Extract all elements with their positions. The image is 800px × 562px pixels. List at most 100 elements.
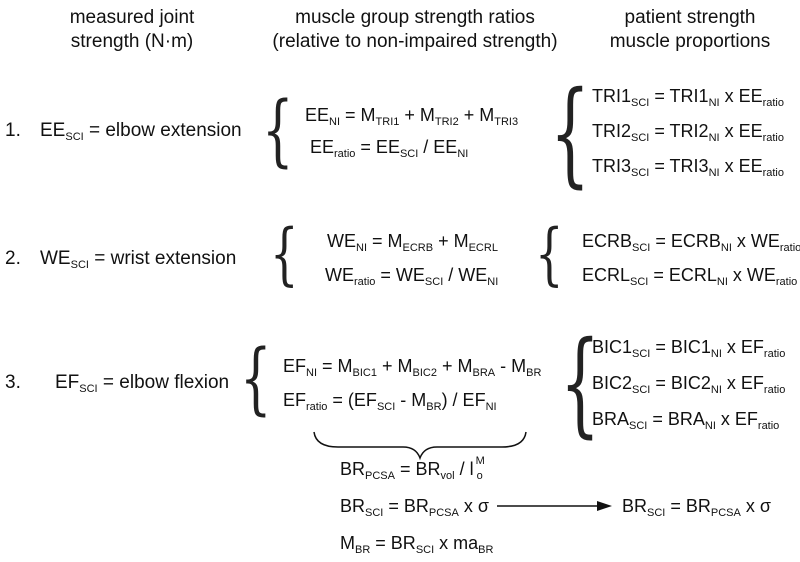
- eq-subscript: ratio: [306, 401, 328, 413]
- eq-text: = TRI2: [649, 121, 709, 141]
- eq-text: ECRL: [582, 265, 631, 285]
- eq-text: = BR: [370, 533, 416, 553]
- eq-subscript: ratio: [775, 276, 798, 288]
- eq-subscript: NI: [708, 167, 720, 179]
- eq-text: = WE: [375, 265, 425, 285]
- joint-symbol-subscript: SCI: [70, 259, 89, 271]
- header-line: (relative to non-impaired strength): [272, 31, 558, 52]
- eq-subscript: NI: [356, 242, 367, 254]
- eq-subscript: SCI: [376, 401, 396, 413]
- eq-text: = M: [340, 105, 376, 125]
- ratio-equation: EENI = MTRI1 + MTRI2 + MTRI3: [305, 104, 518, 128]
- eq-subscript: SCI: [631, 167, 650, 179]
- eq-text: = M: [317, 356, 353, 376]
- row-number: 1.: [5, 120, 21, 141]
- ratio-equation: WEratio = WESCI / WENI: [325, 264, 499, 288]
- proportion-equation: TRI2SCI = TRI2NI x EEratio: [592, 120, 784, 144]
- eq-subscript: NI: [306, 367, 318, 379]
- eq-subscript: PCSA: [428, 507, 459, 519]
- eq-subscript: BR: [426, 401, 442, 413]
- left-brace-icon: {: [270, 216, 299, 294]
- eq-text: / l: [454, 459, 474, 479]
- eq-text: BIC1: [592, 337, 633, 357]
- eq-text: BR: [340, 496, 366, 516]
- header-line: muscle group strength ratios: [295, 7, 535, 28]
- eq-subscript: ratio: [762, 167, 784, 179]
- eq-text: BR: [622, 496, 648, 516]
- eq-subscript: BIC2: [412, 367, 437, 379]
- header-line: patient strength: [624, 7, 756, 28]
- eq-text: WE: [327, 231, 356, 251]
- eq-text: BIC2: [592, 373, 633, 393]
- eq-subscript: NI: [710, 348, 722, 360]
- eq-text: = BR: [394, 459, 441, 479]
- eq-text: = BRA: [647, 409, 705, 429]
- eq-subscript: vol: [440, 470, 455, 482]
- underbrace-icon: [313, 431, 527, 461]
- ratio-equation: EFratio = (EFSCI - MBR) / EFNI: [283, 389, 497, 413]
- eq-text: x EF: [721, 337, 764, 357]
- eq-text: = TRI1: [649, 86, 709, 106]
- joint-symbol-subscript: SCI: [79, 383, 98, 395]
- eq-text: - M: [395, 390, 427, 410]
- eq-subscript: PCSA: [365, 470, 395, 482]
- eq-subscript: ECRL: [468, 242, 498, 254]
- eq-superscript: M: [475, 455, 485, 467]
- eq-text: EF: [283, 390, 307, 410]
- eq-subscript: SCI: [399, 148, 419, 160]
- eq-text: x EF: [721, 373, 764, 393]
- eq-text: WE: [325, 265, 354, 285]
- joint-description: = wrist extension: [88, 248, 237, 269]
- eq-text: x EE: [719, 86, 763, 106]
- eq-subscript: NI: [708, 132, 720, 144]
- eq-text: EF: [283, 356, 307, 376]
- eq-text: x EE: [719, 156, 763, 176]
- eq-text: x EF: [715, 409, 758, 429]
- proportion-equation: ECRBSCI = ECRBNI x WEratio: [582, 230, 800, 254]
- eq-subscript: ratio: [762, 97, 784, 109]
- eq-subscript: PCSA: [710, 507, 741, 519]
- left-brace-icon: {: [262, 84, 294, 176]
- eq-text: ) / EF: [441, 390, 486, 410]
- eq-subscript: ratio: [779, 242, 800, 254]
- eq-subscript: SCI: [629, 420, 648, 432]
- eq-subscript: o: [476, 470, 483, 482]
- eq-subscript: SCI: [415, 544, 435, 556]
- proportion-equation: TRI3SCI = TRI3NI x EEratio: [592, 155, 784, 179]
- eq-text: = TRI3: [649, 156, 709, 176]
- eq-text: EE: [310, 137, 335, 157]
- eq-text: x WE: [731, 231, 780, 251]
- eq-subscript: BIC1: [352, 367, 377, 379]
- eq-text: EE: [305, 105, 330, 125]
- eq-subscript: BR: [526, 367, 542, 379]
- eq-text: TRI3: [592, 156, 632, 176]
- ratio-equation: WENI = MECRB + MECRL: [327, 230, 498, 254]
- br-equation: BRSCI = BRPCSA x σ: [340, 495, 489, 519]
- eq-subscript: NI: [457, 148, 469, 160]
- joint-label-elbow-extension: EESCI = elbow extension: [40, 120, 242, 143]
- br-equation: MBR = BRSCI x maBR: [340, 532, 493, 556]
- eq-subscript: SCI: [632, 384, 651, 396]
- joint-label-wrist-extension: WESCI = wrist extension: [40, 248, 237, 271]
- eq-text: = M: [367, 231, 403, 251]
- eq-subscript: NI: [708, 97, 720, 109]
- eq-text: TRI2: [592, 121, 632, 141]
- eq-text: M: [340, 533, 355, 553]
- left-brace-icon: {: [560, 316, 601, 449]
- eq-subscript: NI: [704, 420, 716, 432]
- eq-subscript: NI: [487, 276, 499, 288]
- eq-text: x EE: [719, 121, 763, 141]
- eq-subscript: BRA: [472, 367, 496, 379]
- eq-subscript: ratio: [354, 276, 376, 288]
- arrow-head-icon: [597, 501, 612, 511]
- joint-label-elbow-flexion: EFSCI = elbow flexion: [55, 372, 229, 395]
- eq-subscript: NI: [720, 242, 732, 254]
- header-line: measured joint: [69, 7, 195, 28]
- ratio-equation: EEratio = EESCI / EENI: [310, 136, 469, 160]
- header-muscle-group-strength-ratios: muscle group strength ratios (relative t…: [260, 6, 570, 54]
- eq-subscript: TRI1: [375, 116, 400, 128]
- eq-subscript: SCI: [632, 348, 651, 360]
- eq-text: - M: [495, 356, 527, 376]
- left-brace-icon: {: [535, 216, 564, 294]
- eq-subscript: ratio: [763, 348, 786, 360]
